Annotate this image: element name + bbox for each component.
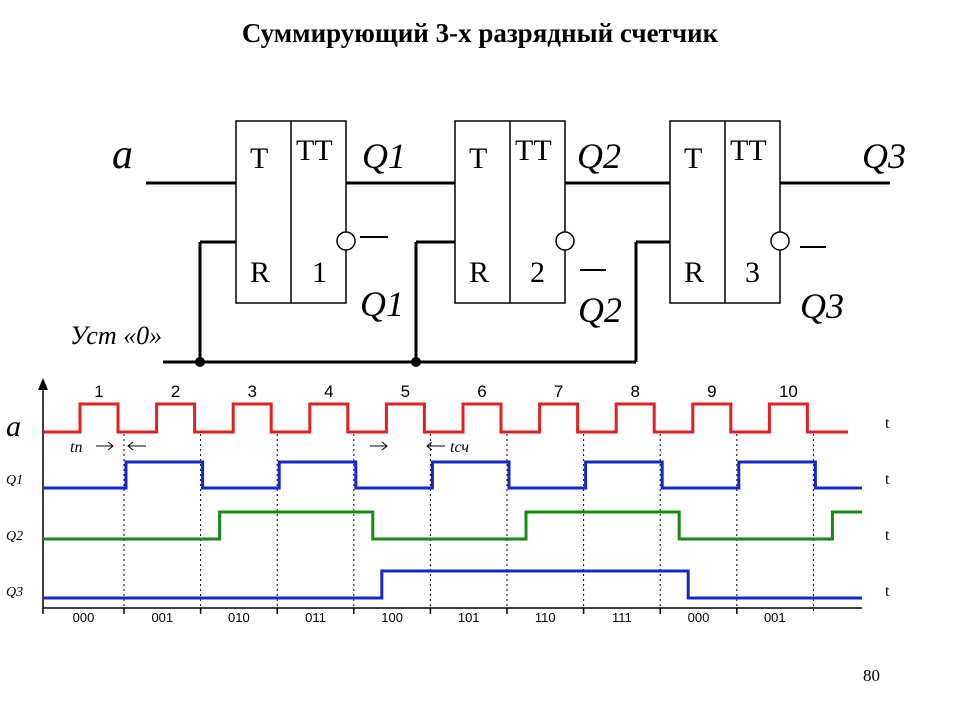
waveform-q1 — [43, 460, 862, 490]
pulse-number: 3 — [247, 382, 256, 401]
flipflop-3-number: 3 — [745, 256, 760, 289]
t-cch-left-arrow-icon — [426, 441, 433, 451]
t-cch-arrows — [370, 441, 445, 451]
q3-bar-label: Q3 — [800, 286, 844, 326]
waveform-q2 — [43, 510, 862, 541]
q2-bar-label: Q2 — [578, 290, 622, 330]
t-n-left-arrow-icon — [127, 441, 134, 451]
pulse-numbers: 1 2 3 4 5 6 7 8 9 10 — [94, 382, 798, 401]
junction-dot-1 — [195, 357, 205, 367]
flipflop-2: T R TT 2 — [454, 120, 575, 304]
q1-label: Q1 — [362, 136, 406, 176]
state-code: 011 — [305, 610, 326, 625]
pulse-number: 4 — [324, 382, 333, 401]
t-n-right-arrow-icon — [107, 441, 114, 451]
pulse-number: 5 — [401, 382, 410, 401]
flipflop-1-inverted-output — [336, 231, 356, 251]
t-cch-label: tсч — [450, 439, 469, 456]
signal-label-q3: Q3 — [6, 585, 23, 600]
axis-t-q3: t — [885, 583, 890, 600]
pulse-number: 9 — [707, 382, 716, 401]
flipflop-3-r-input: R — [684, 256, 704, 289]
t-n-arrows — [96, 441, 146, 451]
schematic — [146, 181, 890, 364]
waveform-q3 — [43, 569, 862, 600]
pulse-number: 7 — [554, 382, 563, 401]
pulse-number: 8 — [630, 382, 639, 401]
reset-label: Уст «0» — [70, 321, 162, 350]
state-code: 111 — [612, 610, 632, 625]
axis-t-q2: t — [885, 527, 890, 544]
state-code: 010 — [228, 610, 250, 625]
pulse-number: 2 — [171, 382, 180, 401]
state-code: 001 — [151, 610, 173, 625]
code-scale-ticks — [42, 608, 738, 614]
pulse-number: 10 — [779, 382, 798, 401]
waveform-a — [43, 402, 848, 434]
flipflop-3-inverted-output — [770, 231, 790, 251]
q3-label: Q3 — [862, 136, 906, 176]
state-code: 000 — [73, 610, 95, 625]
flipflop-1-r-input: R — [250, 256, 270, 289]
timing-diagram: 1 2 3 4 5 6 7 8 9 10 a Q1 Q2 Q3 t t t t tп tсч — [6, 378, 890, 625]
state-code: 000 — [688, 610, 710, 625]
state-code: 100 — [381, 610, 403, 625]
signal-label-a: a — [6, 410, 21, 443]
timing-guides — [123, 434, 814, 614]
axis-t-a: t — [885, 415, 890, 432]
input-label: a — [112, 132, 133, 178]
flipflop-3: T R TT 3 — [669, 120, 790, 304]
waveforms — [43, 402, 862, 600]
slide-title: Суммирующий 3-х разрядный счетчик — [241, 18, 719, 48]
state-codes: 000 001 010 011 100 101 110 111 000 001 — [73, 610, 786, 625]
axis-t-q1: t — [885, 471, 890, 488]
q2-label: Q2 — [577, 136, 621, 176]
state-code: 101 — [458, 610, 480, 625]
flipflop-2-number: 2 — [530, 256, 545, 289]
output-labels: Q1 Q1 Q2 Q2 Q3 Q3 — [360, 136, 906, 330]
pulse-number: 1 — [94, 382, 103, 401]
state-code: 001 — [764, 610, 786, 625]
flipflop-1-type: TT — [296, 134, 333, 167]
state-code: 110 — [535, 610, 556, 625]
flipflop-1-number: 1 — [312, 256, 327, 289]
flipflop-2-r-input: R — [469, 256, 489, 289]
signal-label-q2: Q2 — [6, 529, 23, 544]
q1-bar-label: Q1 — [360, 284, 404, 324]
flipflop-1: T R TT 1 — [235, 120, 356, 304]
junction-dot-2 — [411, 357, 421, 367]
flipflop-3-t-input: T — [684, 142, 702, 175]
timing-axis-arrow-icon — [38, 378, 48, 390]
flipflop-3-type: TT — [730, 134, 767, 167]
flipflop-2-t-input: T — [469, 142, 487, 175]
t-cch-right-arrow-icon — [381, 441, 388, 451]
flipflop-1-t-input: T — [250, 142, 268, 175]
t-n-label: tп — [70, 439, 82, 456]
signal-label-q1: Q1 — [6, 473, 23, 488]
flipflop-2-inverted-output — [555, 231, 575, 251]
pulse-number: 6 — [477, 382, 486, 401]
flipflop-2-type: TT — [515, 134, 552, 167]
slide-number: 80 — [863, 666, 880, 685]
